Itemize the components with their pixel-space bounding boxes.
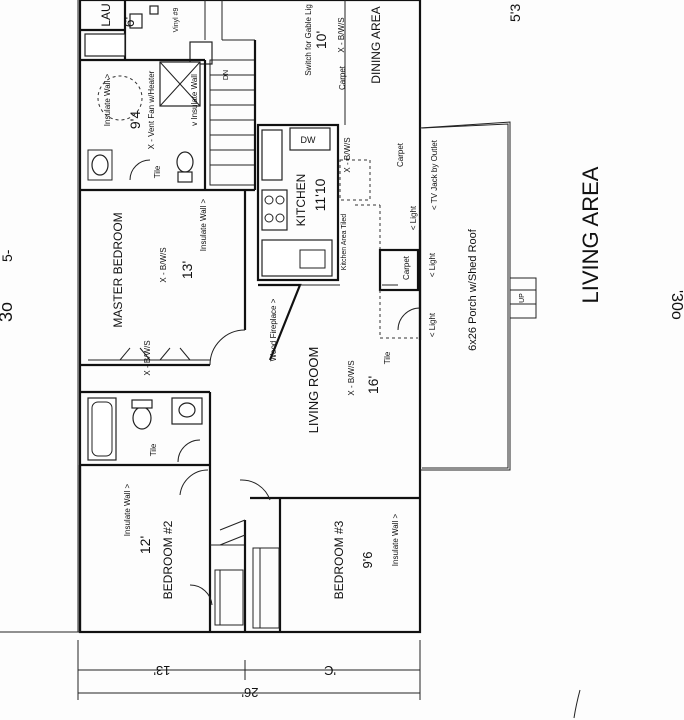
hall-bath-door-swing — [177, 439, 201, 463]
laundry-dim: 6' — [121, 17, 137, 27]
note-porch: 6x26 Porch w/Shed Roof — [467, 228, 479, 351]
master-door-swing — [209, 329, 246, 366]
page-title: LIVING AREA — [578, 166, 603, 303]
note-vinyl: Vinyl #9 — [173, 8, 180, 33]
master-closet-doors — [119, 347, 191, 361]
porch-steps — [509, 277, 537, 319]
note-carpet-3: Carpet — [402, 255, 411, 280]
note-switch-gable: Switch for Gable Lig — [304, 4, 313, 76]
note-kitchen-tiled: Kitchen Area Tiled — [341, 214, 348, 271]
sink-counter — [87, 149, 113, 181]
bedroom2-door-swing — [179, 469, 209, 496]
entry-closet — [378, 248, 420, 292]
handwritten-note-left-b: 5- — [0, 249, 15, 262]
note-carpet-1: Carpet — [338, 65, 347, 90]
dining-area-label: DINING AREA — [369, 6, 383, 83]
kitchen-sink — [299, 249, 326, 269]
hall-toilet-tank — [131, 399, 153, 409]
hall-sink — [178, 402, 196, 418]
bedroom2-closet-door — [189, 584, 213, 606]
laundry-label: LAU — [99, 3, 113, 26]
bathtub — [87, 397, 117, 461]
bedroom3-door-swing — [239, 479, 271, 501]
note-insulate-wall-3: Insulate Wall > — [123, 483, 132, 536]
bedroom2-dim: 12' — [137, 536, 153, 554]
bedroom3-label: BEDROOM #3 — [332, 520, 346, 599]
vent-fan-swing — [97, 75, 143, 121]
note-tile-2: Tile — [149, 443, 158, 456]
outer-wall — [78, 0, 422, 634]
handwritten-note-right: '30o — [668, 290, 684, 320]
laundry-cabinet — [189, 41, 213, 65]
kitchen-counter-bottom — [261, 239, 333, 277]
note-wood-fireplace: Wood Fireplace > — [269, 298, 278, 361]
bedroom2-label: BEDROOM #2 — [161, 520, 175, 599]
handwritten-note-left-a: 3o — [0, 302, 16, 322]
bedroom2-closet — [214, 569, 244, 626]
dishwasher-counter — [289, 127, 331, 151]
note-up: UP — [519, 293, 526, 303]
handwritten-stroke — [573, 689, 581, 719]
vinyl-marker — [149, 5, 159, 15]
bath-door-swing — [129, 159, 151, 181]
living-room-dim: 16' — [365, 376, 381, 394]
laundry-box — [129, 13, 143, 29]
kitchen-counter-left — [261, 129, 283, 181]
note-bws-living: X - B/W/S — [347, 360, 356, 395]
note-light-3: < Light — [409, 205, 418, 230]
note-light-1: < Light — [428, 252, 437, 277]
bath-dim: 9'4 — [127, 111, 143, 129]
porch-outline-inner — [421, 123, 509, 469]
partial-depth-dim-2: 'C — [324, 663, 336, 678]
note-bws-dining: X - B/W/S — [337, 17, 346, 52]
bathtub-inner — [91, 401, 113, 457]
toilet-tank — [177, 171, 193, 183]
burner-3 — [264, 213, 274, 223]
note-tv-jack: < TV Jack by Outlet — [430, 139, 439, 210]
note-light-2: < Light — [428, 312, 437, 337]
kitchen-label: KITCHEN — [294, 174, 308, 227]
note-vent-fan: X - Vent Fan w/Heater — [147, 70, 156, 149]
master-bedroom-dim: 13' — [179, 261, 195, 279]
kitchen-outline — [256, 123, 340, 282]
dining-dim: 10' — [313, 31, 329, 49]
stairs — [209, 59, 256, 186]
note-tile-3: Tile — [383, 351, 392, 364]
kitchen-island — [339, 159, 371, 201]
partial-depth-dim: 13' — [154, 663, 171, 678]
stove — [261, 189, 288, 231]
bedroom3-dim: 9'6 — [360, 552, 375, 569]
note-insulate-wall-2: Insulate Wall > — [199, 198, 208, 251]
hall-toilet — [132, 406, 152, 430]
shower-x2 — [159, 61, 201, 107]
bedroom3-closet — [252, 547, 280, 629]
living-room-label: LIVING ROOM — [306, 347, 321, 434]
note-carpet-2: Carpet — [396, 142, 405, 167]
kitchen-dim: 11'10 — [312, 178, 328, 211]
wood-fireplace — [258, 283, 302, 361]
toilet — [176, 151, 194, 173]
note-bws-kitchen: X - B/W/S — [343, 137, 352, 172]
entry-door-swing — [397, 307, 421, 331]
note-tile-1: Tile — [153, 165, 162, 178]
note-dw: DW — [301, 135, 316, 145]
burner-1 — [264, 195, 274, 205]
note-insulate-wall-4: Insulate Wall > — [391, 513, 400, 566]
burner-2 — [275, 195, 285, 205]
note-insulate-wall-1: Insulate Wall > — [103, 73, 112, 126]
master-bedroom-label: MASTER BEDROOM — [111, 212, 125, 327]
note-dn: DN — [223, 70, 230, 80]
burner-4 — [275, 213, 285, 223]
handwritten-note-top-right: 5'3 — [507, 4, 523, 22]
note-bws-master: X - B/W/S — [159, 247, 168, 282]
overall-depth-dim: 26' — [242, 685, 259, 700]
linen-closet — [219, 519, 246, 546]
note-insulate-wall-5: v Insulate Wall — [190, 74, 199, 126]
note-bws-master-closet: X - B/W/S — [143, 340, 152, 375]
laundry-counter — [84, 33, 126, 57]
stair-treads — [210, 74, 255, 166]
sink — [91, 154, 109, 176]
